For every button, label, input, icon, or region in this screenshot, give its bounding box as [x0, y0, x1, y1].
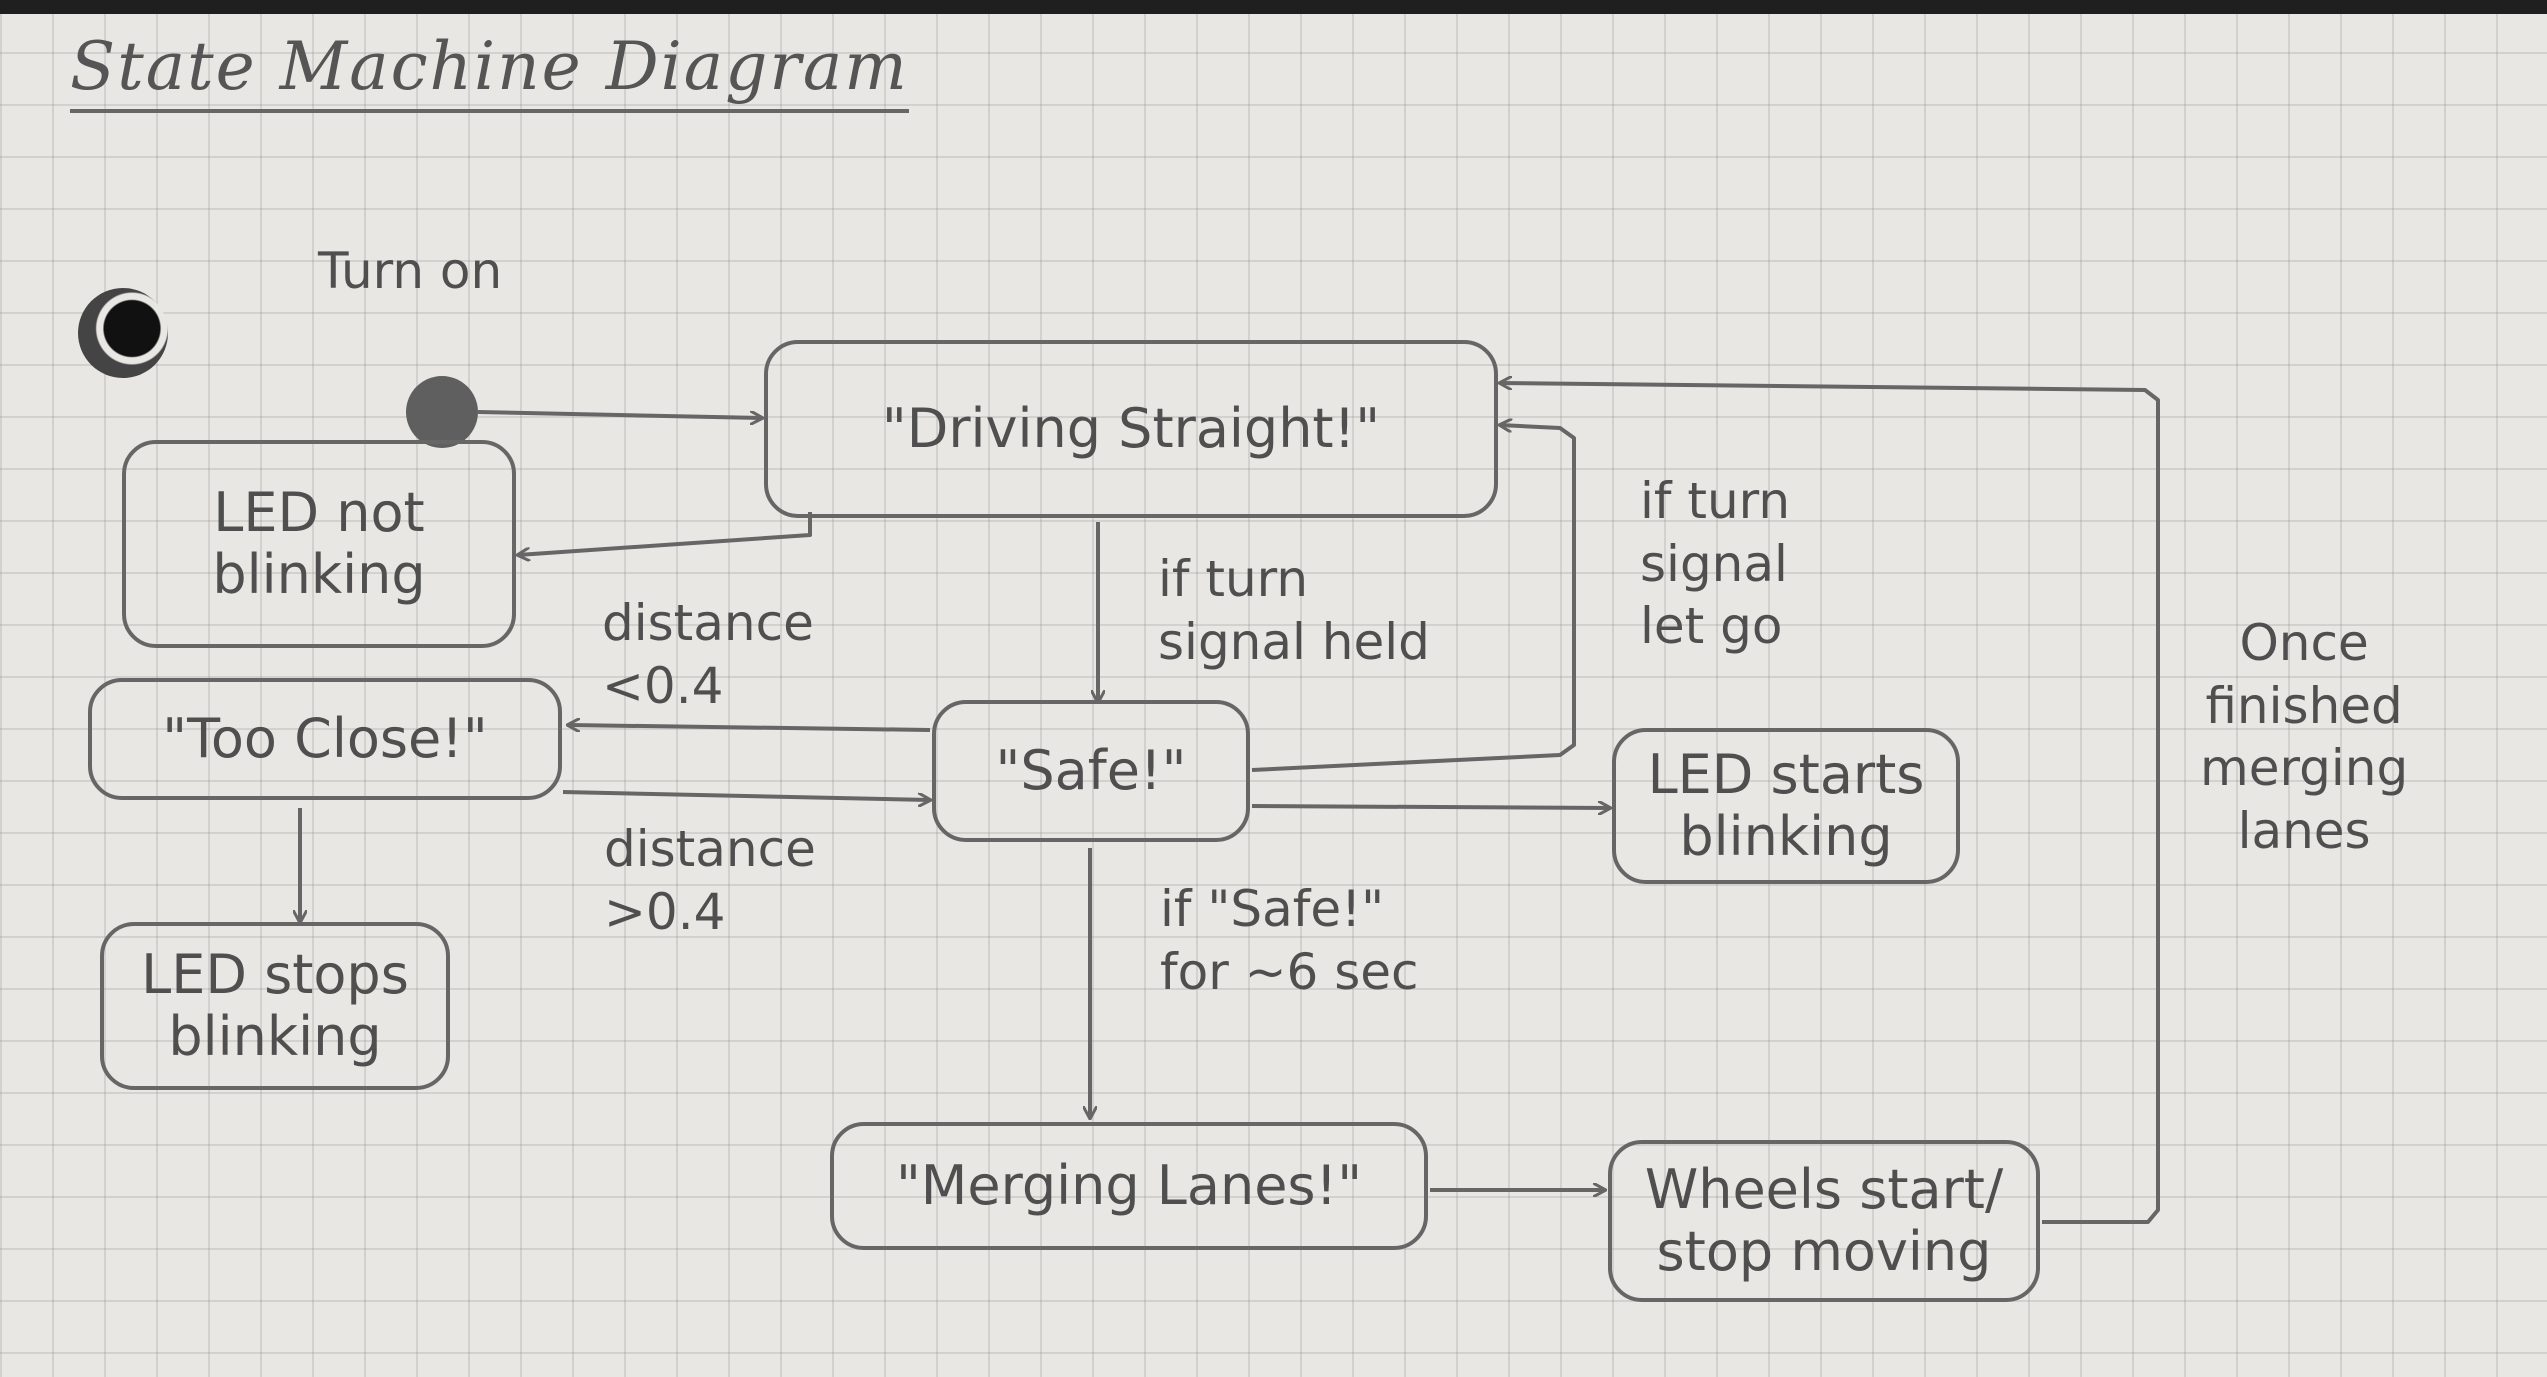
state-safe: "Safe!"	[932, 700, 1250, 842]
state-merging-lanes: "Merging Lanes!"	[830, 1122, 1428, 1250]
decorative-dot-icon	[78, 288, 168, 378]
state-wheels-start-stop: Wheels start/ stop moving	[1608, 1140, 2040, 1302]
edge-start-to-driving	[477, 410, 762, 418]
edge-safe-to-led-starts	[1251, 806, 1610, 808]
label-distance-less: distance <0.4	[602, 594, 814, 715]
state-driving-straight: "Driving Straight!"	[764, 340, 1498, 518]
state-led-not-blinking: LED not blinking	[122, 440, 516, 648]
label-once-finished: Once finished merging lanes	[2200, 614, 2409, 860]
state-too-close: "Too Close!"	[88, 678, 562, 800]
edge-safe-to-too-close	[568, 725, 931, 730]
label-turn-signal-held: if turn signal held	[1158, 550, 1430, 671]
start-label: Turn on	[318, 242, 503, 300]
state-led-stops-blinking: LED stops blinking	[100, 922, 450, 1090]
edge-wheels-to-driving	[1500, 383, 2160, 1224]
label-turn-signal-let-go: if turn signal let go	[1640, 472, 1791, 655]
edge-safe-to-driving	[1251, 425, 1576, 772]
state-led-starts-blinking: LED starts blinking	[1612, 728, 1960, 884]
edge-too-close-to-safe	[562, 790, 930, 800]
top-edge	[0, 0, 2547, 14]
diagram-title: State Machine Diagram	[70, 28, 909, 113]
label-distance-greater: distance >0.4	[604, 820, 816, 941]
initial-state-dot	[406, 376, 478, 448]
label-safe-6-sec: if "Safe!" for ~6 sec	[1160, 880, 1419, 1001]
edge-driving-to-led-not-blinking	[518, 512, 812, 555]
